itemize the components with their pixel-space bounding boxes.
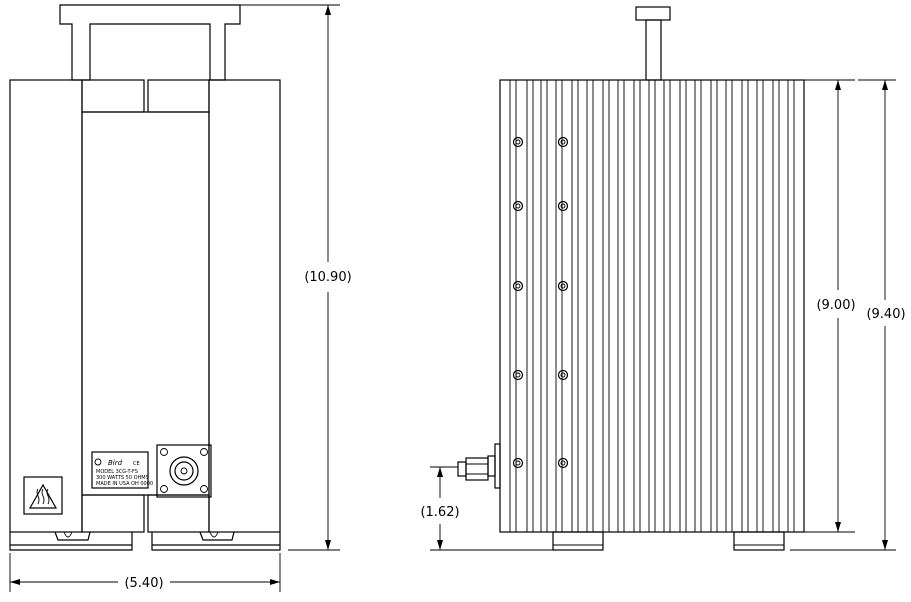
- dimension-overall-height: (10.90): [240, 4, 352, 551]
- front-top-block-right: [147, 79, 210, 113]
- side-fins: [509, 80, 795, 532]
- front-feet: [9, 531, 281, 551]
- screw-center: [560, 203, 566, 209]
- screw-center: [515, 283, 521, 289]
- screw-head: [557, 457, 569, 469]
- front-top-block-left: [81, 79, 145, 113]
- screw-head: [512, 200, 524, 212]
- screw-center: [560, 460, 566, 466]
- screw-center: [515, 460, 521, 466]
- front-left-fin: [9, 79, 83, 533]
- dimension-label-connector-height: (1.62): [420, 505, 459, 520]
- front-view: Bird CE MODEL 3CG-T-FS 300 WATTS 50 OHMS…: [9, 4, 352, 592]
- side-foot-left: [552, 531, 604, 551]
- screw-head: [557, 200, 569, 212]
- front-lower-block-left: [81, 494, 145, 533]
- front-center-panel: [81, 111, 210, 496]
- front-handle: [59, 4, 241, 81]
- front-right-fin: [208, 79, 281, 533]
- hot-surface-warning-icon: [23, 476, 63, 515]
- screw-head: [557, 280, 569, 292]
- side-view: (9.00) (9.40) (1.62): [420, 6, 906, 551]
- screw-head: [557, 369, 569, 381]
- side-body: [499, 79, 805, 533]
- dimension-label-total-height: (9.40): [866, 307, 905, 322]
- screw-center: [515, 139, 521, 145]
- screw-center: [560, 372, 566, 378]
- nameplate-line3: MADE IN USA OH 0000: [96, 481, 153, 487]
- screw-center: [560, 139, 566, 145]
- side-foot-right: [733, 531, 785, 551]
- screw-head: [512, 369, 524, 381]
- screw-head: [557, 136, 569, 148]
- screw-head: [512, 457, 524, 469]
- nameplate-line1: MODEL 3CG-T-FS: [96, 469, 138, 475]
- screw-center: [515, 203, 521, 209]
- screw-center: [560, 283, 566, 289]
- front-lower-block-right: [147, 494, 210, 533]
- dimension-body-height: (9.00): [804, 79, 856, 533]
- dimension-label-body-height: (9.00): [816, 298, 855, 313]
- side-screws: [512, 136, 569, 469]
- bnc-connector: [457, 443, 501, 489]
- nameplate: Bird CE MODEL 3CG-T-FS 300 WATTS 50 OHMS…: [91, 451, 153, 489]
- screw-head: [512, 280, 524, 292]
- n-connector-front: [156, 444, 212, 498]
- dimension-overall-width: (5.40): [9, 553, 281, 592]
- nameplate-mark: CE: [133, 461, 140, 467]
- screw-center: [515, 372, 521, 378]
- nameplate-line2: 300 WATTS 50 OHMS: [96, 475, 149, 481]
- dimension-label-overall-width: (5.40): [124, 576, 163, 591]
- side-handle: [635, 6, 671, 81]
- nameplate-brand: Bird: [108, 459, 123, 467]
- dimension-total-height: (9.40): [790, 79, 906, 551]
- dimension-connector-height: (1.62): [420, 466, 553, 551]
- dimension-label-overall-height: (10.90): [304, 270, 351, 285]
- screw-head: [512, 136, 524, 148]
